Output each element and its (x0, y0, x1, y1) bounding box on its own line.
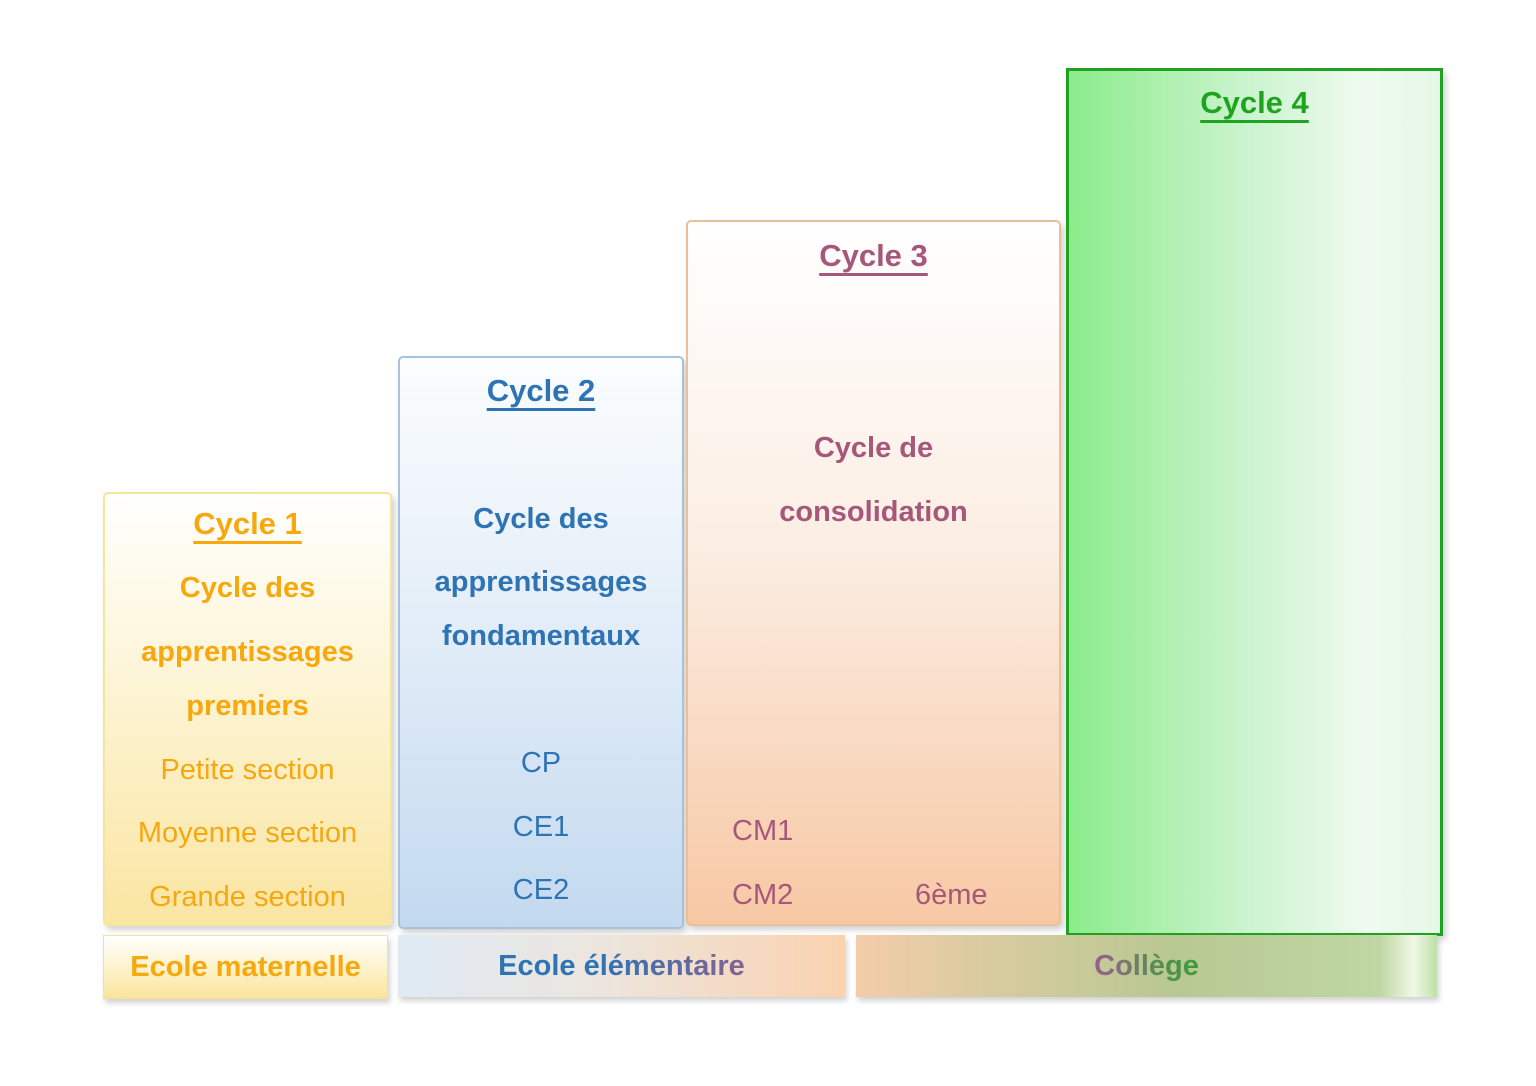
cycle1-subtitle-line1: Cycle des (179, 572, 316, 604)
cycle2-subtitle-line2: apprentissages (434, 566, 648, 598)
cycle2-title: Cycle 2 (486, 373, 596, 408)
cycle1-subtitle-line3: premiers (186, 690, 309, 722)
cycle2-level-ce1: CE1 (512, 811, 570, 843)
cycle2-level-ce2: CE2 (512, 874, 570, 906)
cycle1-level-moyenne-section: Moyenne section (137, 817, 358, 849)
bar-college-label: Collège (856, 935, 1437, 997)
cycle2-level-cp: CP (520, 747, 562, 779)
cycle3-level-6eme: 6ème (915, 879, 988, 911)
cycle3-level-cm1: CM1 (732, 815, 794, 847)
cycle1-level-grande-section: Grande section (149, 881, 346, 913)
cycle2-subtitle-line3: fondamentaux (441, 620, 641, 652)
cycle4-box: Cycle 4 (1066, 68, 1443, 936)
bar-ecole-maternelle: Ecole maternelle (103, 935, 388, 999)
cycle3-title: Cycle 3 (819, 238, 928, 273)
bar-ecole-elementaire: Ecole élémentaire (398, 935, 845, 997)
cycle2-subtitle-line1: Cycle des (473, 503, 609, 535)
cycle2-box: Cycle 2 Cycle des apprentissages fondame… (398, 356, 684, 929)
bar-ecole-maternelle-label: Ecole maternelle (130, 951, 361, 983)
cycle3-level-cm2: CM2 (732, 879, 794, 911)
cycle3-subtitle-line2: consolidation (779, 496, 968, 528)
cycle1-box: Cycle 1 Cycle des apprentissages premier… (103, 492, 392, 926)
cycle1-level-petite-section: Petite section (160, 754, 335, 786)
cycle1-subtitle-line2: apprentissages (141, 636, 354, 668)
bar-ecole-elementaire-label: Ecole élémentaire (398, 935, 845, 997)
cycle1-title: Cycle 1 (193, 506, 302, 541)
cycle3-box: Cycle 3 Cycle de consolidation CM1 CM2 6… (686, 220, 1061, 926)
cycle3-subtitle-line1: Cycle de (813, 432, 934, 464)
cycle4-title: Cycle 4 (1200, 85, 1309, 120)
bar-college: Collège (856, 935, 1437, 997)
